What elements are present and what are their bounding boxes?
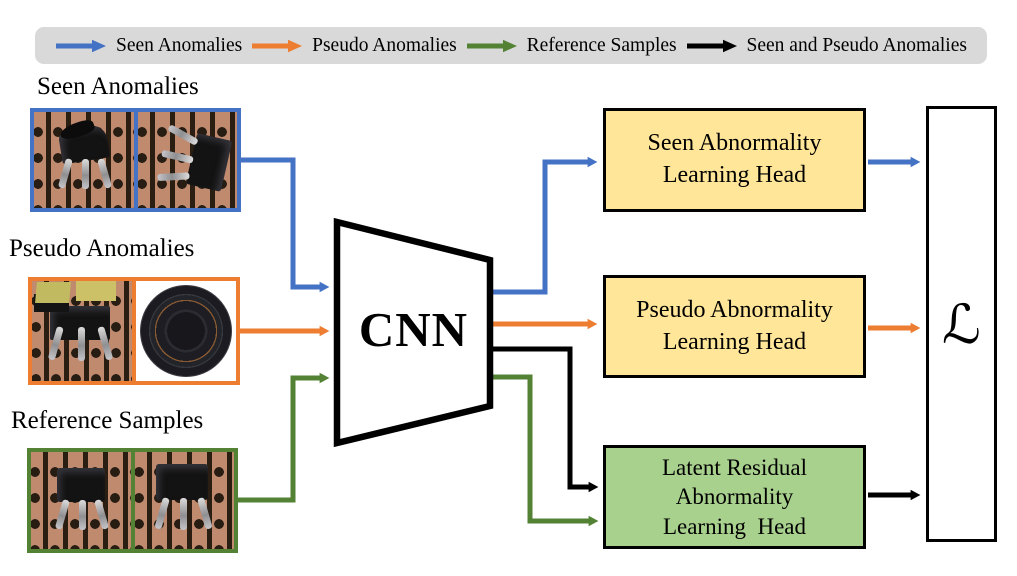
legend-label: Pseudo Anomalies — [312, 34, 457, 56]
reference-samples-arrow-icon — [466, 39, 517, 52]
pseudo-anomalies-arrow-icon — [252, 39, 303, 52]
pseudo-abnormality-head-box: Pseudo Abnormality Learning Head — [603, 275, 866, 378]
arrow-cnn-to-seen-head — [482, 156, 598, 295]
legend-bar: Seen Anomalies Pseudo Anomalies Referenc… — [35, 27, 987, 64]
seen-anomalies-images — [30, 108, 241, 212]
legend-item-reference: Reference Samples — [466, 35, 677, 57]
arrow-reference-input — [236, 372, 330, 503]
legend-label: Seen and Pseudo Anomalies — [746, 34, 967, 56]
reference-samples-images — [27, 448, 238, 553]
head-label-line: Learning Head — [662, 328, 807, 355]
arrow-seen-input — [240, 157, 330, 293]
legend-item-combined: Seen and Pseudo Anomalies — [686, 35, 967, 57]
sample-photo-normal-transistor — [134, 452, 234, 549]
sample-photo-damaged-transistor — [34, 112, 134, 208]
arrow-cnn-to-residual-head-reference — [482, 374, 599, 527]
head-label-line: Learning Head — [662, 513, 807, 539]
sample-photo-patched-transistor — [32, 281, 132, 381]
sample-photo-flipped-transistor — [137, 112, 237, 208]
head-label-line: Pseudo Abnormality — [636, 296, 833, 323]
loss-box: ℒ — [926, 106, 997, 542]
latent-residual-head-box: Latent Residual Abnormality Learning Hea… — [603, 445, 866, 549]
head-label-line: Seen Abnormality — [647, 130, 822, 157]
pseudo-anomalies-images — [28, 277, 240, 385]
legend-label: Seen Anomalies — [116, 34, 243, 56]
head-label-line: Abnormality — [675, 484, 794, 510]
legend-item-seen: Seen Anomalies — [55, 35, 242, 57]
head-label-line: Latent Residual — [662, 454, 807, 480]
loss-symbol: ℒ — [942, 292, 981, 356]
reference-samples-title: Reference Samples — [11, 407, 204, 434]
sample-photo-normal-transistor — [31, 452, 131, 549]
pseudo-anomalies-title: Pseudo Anomalies — [9, 235, 195, 262]
cnn-label: CNN — [358, 302, 469, 357]
legend-item-pseudo: Pseudo Anomalies — [251, 35, 457, 57]
seen-anomalies-arrow-icon — [56, 39, 106, 52]
legend-label: Reference Samples — [526, 34, 677, 56]
head-label-line: Learning Head — [662, 162, 807, 188]
arrow-cnn-to-residual-head-combined — [482, 346, 599, 493]
seen-anomalies-title: Seen Anomalies — [37, 73, 199, 100]
seen-abnormality-head-box: Seen Abnormality Learning Head — [603, 108, 866, 212]
seen-and-pseudo-arrow-icon — [686, 39, 737, 52]
sample-photo-metal-disc — [136, 281, 236, 381]
